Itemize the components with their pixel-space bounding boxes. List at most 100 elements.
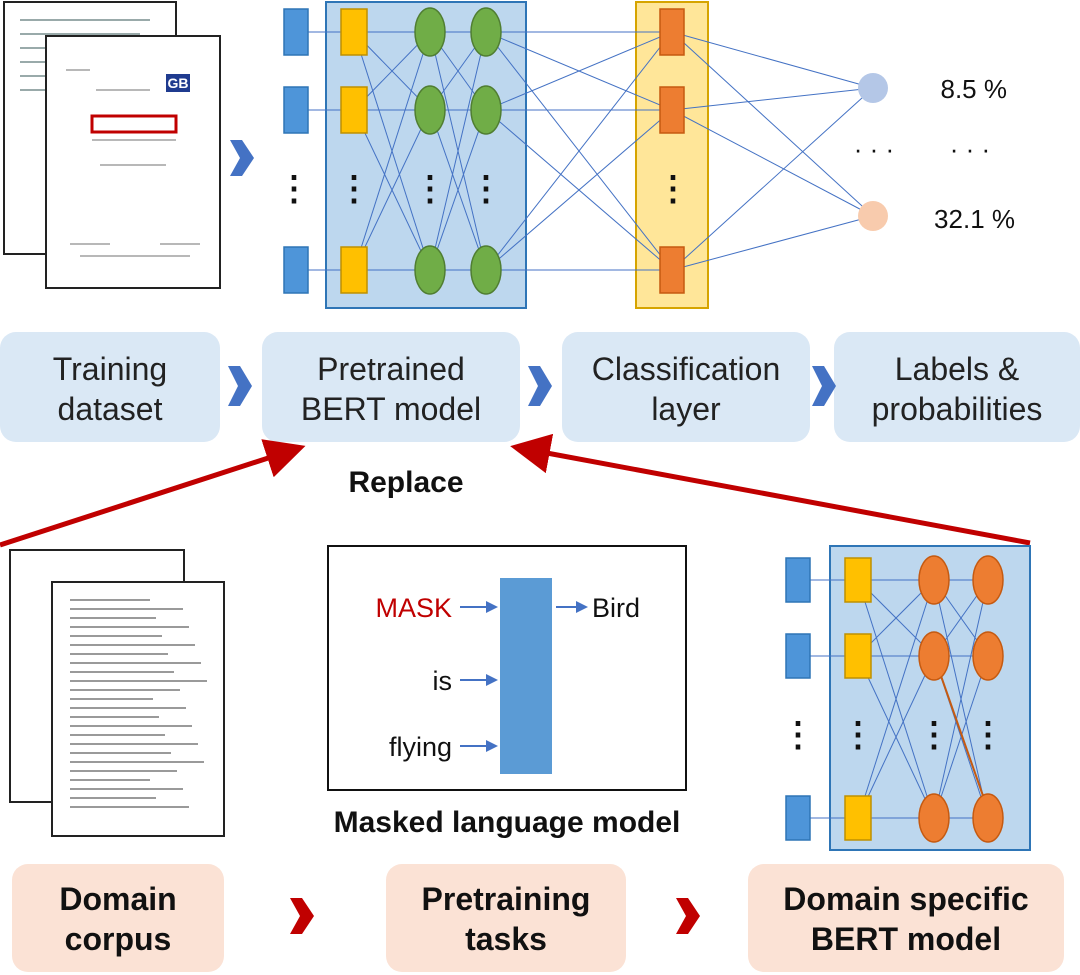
bot-yellow-node-2 (844, 633, 872, 679)
stage-labels-line2: probabilities (872, 391, 1043, 427)
top-edge (485, 109, 673, 271)
bottom-network: ⋮ ⋮ ⋮ ⋮ (781, 545, 1031, 851)
bot-yellow-node-1 (844, 557, 872, 603)
output-prob-ellipsis: · · · (950, 134, 990, 164)
stage-pretrained-bert (262, 332, 520, 442)
stage-domain-specific-bert (748, 864, 1064, 972)
top-edge (671, 87, 874, 271)
top-edge (429, 31, 487, 271)
top-cls-node-1 (659, 8, 685, 56)
top-edge (671, 31, 874, 217)
bot-input-node-1 (785, 557, 811, 603)
stage-pretrained-bert-line1: Pretrained (317, 351, 465, 387)
output-ellipsis-node: · · · (854, 134, 894, 164)
stage-pretraining-line1: Pretraining (422, 881, 591, 917)
output-prob-2: 32.1 % (934, 204, 1015, 234)
stage-pretraining-tasks (386, 864, 626, 972)
mlm-block (500, 578, 552, 774)
bottom-stage-arrows (290, 898, 700, 934)
ellipsis-b-orange-1: ⋮ (917, 716, 951, 754)
stage-classification-layer (562, 332, 810, 442)
ellipsis-b-yellow: ⋮ (841, 716, 875, 754)
top-input-node-3 (283, 246, 309, 294)
output-node-1 (858, 73, 888, 103)
output-probabilities: 8.5 % · · · · · · 32.1 % (854, 73, 1015, 234)
bot-orange2-node-3 (972, 793, 1004, 843)
ellipsis-b-orange-2: ⋮ (971, 716, 1005, 754)
top-edge (485, 31, 673, 111)
top-green2-node-1 (470, 7, 502, 57)
doc-title-highlight (90, 114, 178, 134)
ellipsis-cls: ⋮ (656, 170, 690, 208)
stage-domain-corpus-line2: corpus (65, 921, 172, 957)
bot-edge (857, 579, 935, 819)
highlighted-connection (933, 655, 989, 811)
top-input-node-2 (283, 86, 309, 134)
output-node-2 (858, 201, 888, 231)
stage-classification-line1: Classification (592, 351, 781, 387)
stage-pretrained-bert-line2: BERT model (301, 391, 481, 427)
mlm-input-mask: MASK (375, 593, 452, 623)
bottom-stages: Domain corpus Pretraining tasks Domain s… (12, 864, 1064, 972)
ellipsis-input: ⋮ (277, 170, 311, 208)
ellipsis-b-input: ⋮ (781, 716, 815, 754)
top-edge (485, 31, 673, 271)
ellipsis-green-1: ⋮ (413, 170, 447, 208)
mlm-output: Bird (592, 593, 640, 623)
top-network: ⋮ ⋮ ⋮ ⋮ ⋮ (277, 1, 874, 309)
bot-yellow-node-3 (844, 795, 872, 841)
mlm-input-is: is (433, 666, 453, 696)
top-edge (353, 109, 431, 271)
stage-domain-corpus (12, 864, 224, 972)
bot-orange1-node-2 (918, 631, 950, 681)
bot-orange1-node-1 (918, 555, 950, 605)
stage-training-dataset-line1: Training (53, 351, 167, 387)
training-dataset-documents: GB (3, 1, 221, 289)
stage-training-dataset (0, 332, 220, 442)
stage-domain-corpus-line1: Domain (59, 881, 176, 917)
top-green1-node-1 (414, 7, 446, 57)
top-yellow-node-3 (340, 246, 368, 294)
bot-edge (857, 655, 935, 819)
mlm-caption: Masked language model (334, 806, 681, 839)
bot-edge (933, 579, 989, 819)
top-cls-node-2 (659, 86, 685, 134)
top-edge (671, 87, 874, 111)
stage-labels-probabilities (834, 332, 1080, 442)
ellipsis-yellow: ⋮ (337, 170, 371, 208)
stage-training-dataset-line2: dataset (58, 391, 163, 427)
top-stage-arrows (228, 366, 836, 406)
bot-orange2-node-1 (972, 555, 1004, 605)
stage-classification-line2: layer (651, 391, 721, 427)
domain-corpus-documents (9, 549, 225, 837)
top-edge (671, 215, 874, 271)
stage-labels-line1: Labels & (895, 351, 1020, 387)
replace-label: Replace (348, 466, 463, 499)
top-green1-node-3 (414, 245, 446, 295)
top-edge (671, 31, 874, 89)
stage-pretraining-line2: tasks (465, 921, 547, 957)
bot-input-node-3 (785, 795, 811, 841)
replace-arrows (0, 433, 1031, 548)
top-green2-node-2 (470, 85, 502, 135)
top-yellow-node-2 (340, 86, 368, 134)
top-yellow-node-1 (340, 8, 368, 56)
ellipsis-green-2: ⋮ (469, 170, 503, 208)
bot-orange2-node-2 (972, 631, 1004, 681)
top-stages: Training dataset Pretrained BERT model C… (0, 332, 1080, 442)
bot-input-node-2 (785, 633, 811, 679)
svg-text:GB: GB (168, 75, 189, 91)
top-green1-node-2 (414, 85, 446, 135)
top-edge (429, 109, 487, 271)
masked-language-model-panel: MASK is flying Bird (327, 545, 687, 791)
stage-domain-bert-line2: BERT model (811, 921, 1001, 957)
top-input-node-1 (283, 8, 309, 56)
top-edge (671, 109, 874, 217)
top-edge (353, 31, 431, 271)
top-cls-node-3 (659, 246, 685, 294)
bot-edge (933, 655, 989, 819)
blue-arrow-to-network (230, 140, 254, 176)
stage-domain-bert-line1: Domain specific (783, 881, 1028, 917)
output-prob-1: 8.5 % (941, 74, 1008, 104)
